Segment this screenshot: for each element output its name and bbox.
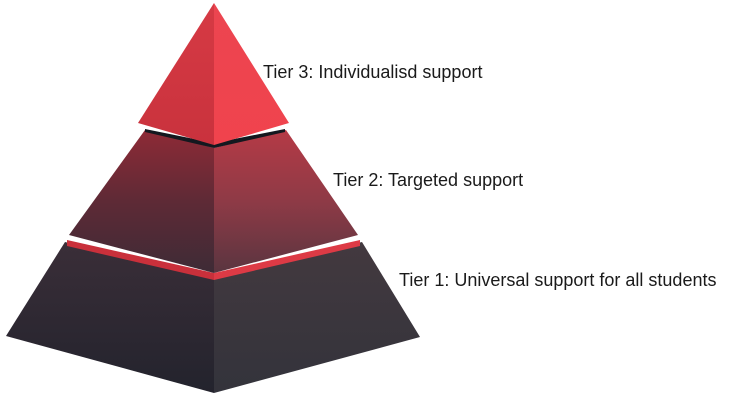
tier-1-top-strip bbox=[67, 240, 360, 280]
tier-1-label: Tier 1: Universal support for all studen… bbox=[399, 270, 717, 290]
tier-2-block bbox=[69, 130, 358, 273]
tier-1-block bbox=[6, 242, 420, 393]
tier-3-label: Tier 3: Individualisd support bbox=[263, 62, 483, 82]
tier-3-block bbox=[138, 3, 289, 145]
tier-2-label: Tier 2: Targeted support bbox=[333, 170, 524, 190]
